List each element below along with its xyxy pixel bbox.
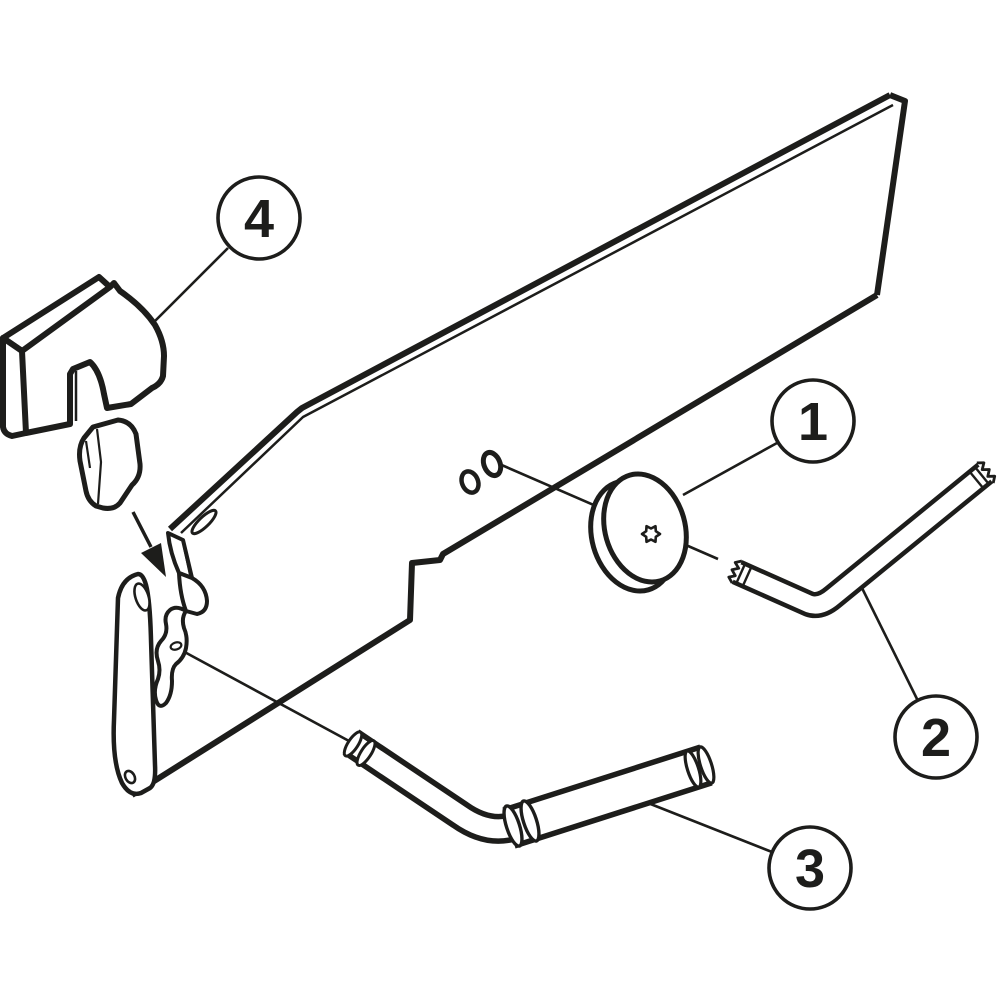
callout-4-leader — [151, 247, 229, 325]
shim-facet-line-2 — [84, 440, 92, 469]
key-tip-short-groove-1 — [735, 564, 746, 583]
callout-3-leader — [647, 801, 773, 854]
insertion-arrow — [131, 511, 166, 577]
key-tip-short-crown — [727, 559, 743, 584]
pin-wrench — [342, 729, 716, 849]
clamp-notch-line-right — [90, 363, 106, 397]
screw-hole-left — [459, 469, 481, 495]
clamp-seat-line — [182, 546, 192, 576]
callout-2-label: 2 — [921, 708, 951, 768]
clamp-front-face — [19, 280, 167, 436]
sleeve-right-ring — [683, 749, 703, 789]
blade-plate — [114, 92, 908, 798]
pin-tip-cap — [342, 730, 364, 758]
clamp-lever — [152, 605, 189, 708]
holder-strip — [111, 571, 158, 797]
plate-top-edge — [167, 92, 892, 532]
arrow-head — [141, 543, 166, 577]
callout-3-circle — [767, 825, 853, 911]
callout-2: 2 — [860, 587, 979, 780]
shim-facet-line — [95, 428, 103, 505]
callout-1: 1 — [682, 378, 856, 497]
callout-1-leader — [682, 441, 778, 497]
callout-1-label: 1 — [798, 392, 828, 452]
plate-fill — [114, 95, 905, 795]
callout-3: 3 — [647, 801, 853, 911]
shim-body — [77, 417, 143, 511]
key-body — [733, 466, 991, 614]
key-tip-long-groove-1 — [974, 466, 990, 485]
pin-sleeve-body — [504, 749, 711, 844]
holder-strip-slot — [133, 582, 151, 612]
arrow-shaft — [131, 511, 153, 548]
holder-strip-hole — [123, 769, 137, 785]
key-tip-long-groove-2 — [968, 470, 985, 490]
pin-tip-ring — [355, 739, 377, 767]
disc-front-face — [601, 471, 689, 585]
key-tip-short-groove-2 — [741, 566, 753, 587]
holder-end-assembly — [111, 531, 209, 797]
callout-1-circle — [770, 378, 856, 464]
torx-socket — [640, 524, 662, 544]
lever-to-pin-line — [178, 647, 350, 743]
torx-key — [727, 461, 997, 619]
plate-tip-slot — [190, 508, 218, 536]
clamp-seat-bracket — [177, 571, 209, 616]
key-tip-long-crown — [976, 461, 997, 484]
sleeve-right-cap — [696, 745, 716, 785]
callout-3-label: 3 — [795, 839, 825, 899]
screw-hole-right — [480, 449, 504, 479]
scale-disc — [588, 471, 689, 594]
callout-2-leader — [860, 587, 920, 702]
callout-4-label: 4 — [244, 189, 274, 249]
plate-bottom-edge — [130, 292, 879, 798]
lever-hole — [169, 641, 183, 651]
plate-right-edge — [874, 92, 908, 296]
sleeve-ring — [519, 799, 541, 843]
callout-2-circle — [893, 694, 979, 780]
callout-4-circle — [216, 175, 302, 261]
sleeve-end-cap — [502, 804, 524, 848]
callout-4: 4 — [151, 175, 302, 325]
plate-thickness-line — [180, 103, 894, 534]
clamp-part — [0, 274, 167, 439]
shim-part — [77, 417, 143, 511]
